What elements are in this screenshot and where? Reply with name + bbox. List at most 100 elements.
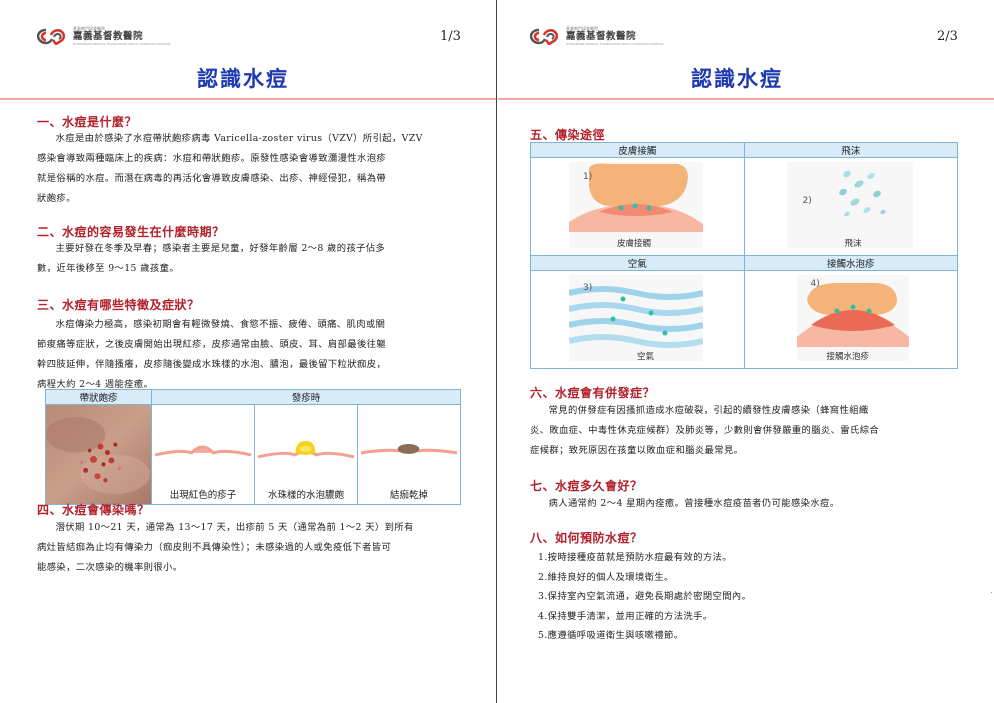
list-item: 3.保持室內空氣流通，避免長期處於密閉空間內。 — [538, 591, 752, 602]
hospital-logo: 基督教門諾會醫院 嘉義基督教醫院 DITMANSON MEDICAL FOUND… — [530, 27, 664, 46]
paragraph-line: 病人通常約 2～4 星期內痊癒。曾接種水痘疫苗者仍可能感染水痘。 — [548, 498, 840, 509]
table-header-row: 空氣 接觸水泡疹 — [530, 255, 958, 271]
blister-illustration — [257, 441, 355, 459]
table-header-row: 帶狀皰疹 發疹時 — [45, 389, 461, 405]
table-row: 1) 皮膚接觸 2) — [530, 157, 958, 256]
title-divider — [498, 98, 994, 100]
section-heading: 六、水痘會有併發症？ — [530, 386, 656, 400]
skin-contact-illustration — [569, 163, 703, 232]
list-item: 1.按時接種疫苗就是預防水痘最有效的方法。 — [538, 552, 732, 563]
section-paragraph: 潛伏期 10～21 天，通常為 13～17 天，出疹前 5 天（通常為前 1～2… — [37, 518, 461, 578]
stray-mark — [991, 592, 992, 593]
section-paragraph: 水痘是由於感染了水痘帶狀皰疹病毒 Varicella-zoster virus（… — [37, 129, 461, 209]
logo-small-text: 基督教門諾會醫院 — [73, 26, 105, 31]
stage-caption: 水珠樣的水泡膿皰 — [267, 490, 344, 501]
symptom-table: 帶狀皰疹 發疹時 — [45, 389, 461, 505]
section-paragraph: 水痘傳染力極高，感染初期會有輕微發燒、食慾不振、疲倦、頭痛、肌肉或關 節痠痛等症… — [37, 315, 461, 395]
transmission-route-table: 皮膚接觸 飛沫 1) 皮膚接觸 — [530, 142, 958, 369]
paragraph-line: 水痘傳染力極高，感染初期會有輕微發燒、食慾不振、疲倦、頭痛、肌肉或關 — [55, 319, 386, 330]
paragraph-line: 水痘是由於感染了水痘帶狀皰疹病毒 Varicella-zoster virus（… — [55, 133, 423, 144]
paragraph-line: 能感染，二次感染的機率則很小。 — [37, 562, 183, 573]
paragraph-line: 潛伏期 10～21 天，通常為 13～17 天，出疹前 5 天（通常為前 1～2… — [55, 522, 414, 533]
logo-sub-text: DITMANSON MEDICAL FOUNDATION CHIA-YI CHR… — [73, 41, 172, 46]
table-row: 出現紅色的疹子 水珠樣的水泡膿皰 結痂乾掉 — [45, 404, 461, 505]
page-number: 2/3 — [937, 29, 958, 44]
red-rash-illustration — [154, 445, 252, 457]
route-caption: 接觸水泡疹 — [826, 352, 870, 362]
logo-small-text: 基督教門諾會醫院 — [566, 26, 598, 31]
page-title: 認識水痘 — [691, 67, 783, 91]
list-item: 2.維持良好的個人及環境衛生。 — [538, 571, 674, 583]
section-paragraph: 主要好發在冬季及早春；感染者主要是兒童，好發年齡層 2～8 歲的孩子佔多 數，近… — [37, 239, 461, 279]
route-cell-blister-contact: 4) 接觸水泡疹 — [743, 270, 958, 369]
stage-cell: 結痂乾掉 — [357, 404, 461, 505]
shingles-photo — [46, 405, 151, 504]
section-heading: 五、傳染途徑 — [530, 128, 606, 142]
table-header-cell: 飛沫 — [743, 142, 958, 158]
route-caption: 皮膚接觸 — [617, 239, 652, 249]
logo-name: 嘉義基督教醫院 — [566, 31, 637, 42]
list-item: 5.應遵循呼吸道衛生與咳嗽禮節。 — [538, 630, 684, 641]
droplet-illustration — [838, 170, 886, 217]
table-header-cell: 帶狀皰疹 — [45, 389, 152, 405]
paragraph-line: 數，近年後移至 9～15 歲孩童。 — [37, 263, 180, 274]
table-header-cell: 皮膚接觸 — [530, 142, 745, 158]
paragraph-line: 就是俗稱的水痘。而潛在病毒的再活化會導致皮膚感染、出疹、神經侵犯，稱為帶 — [37, 173, 387, 184]
route-number: 3) — [583, 283, 593, 293]
section-heading: 二、水痘的容易發生在什麼時期？ — [37, 225, 225, 239]
airborne-illustration — [568, 286, 704, 348]
scab-illustration — [360, 444, 458, 455]
section-heading: 四、水痘會傳染嗎？ — [37, 503, 150, 517]
scab-shape — [397, 444, 420, 454]
section-heading: 一、水痘是什麼？ — [37, 115, 138, 129]
hospital-logo: 基督教門諾會醫院 嘉義基督教醫院 DITMANSON MEDICAL FOUND… — [37, 27, 171, 46]
paragraph-line: 狀皰疹。 — [37, 193, 76, 204]
paragraph-line: 常見的併發症有因搔抓造成水痘破裂，引起的續發性皮膚感染（蜂窩性組織 — [548, 405, 869, 416]
route-number: 1) — [583, 172, 593, 182]
route-number: 4) — [810, 279, 820, 289]
stage-caption: 出現紅色的疹子 — [169, 490, 237, 501]
page-number: 1/3 — [440, 29, 461, 44]
section-heading: 七、水痘多久會好？ — [530, 479, 643, 493]
table-header-cell: 空氣 — [530, 255, 745, 271]
table-header-row: 皮膚接觸 飛沫 — [530, 142, 958, 158]
section-heading: 八、如何預防水痘？ — [530, 531, 643, 545]
stage-caption: 結痂乾掉 — [389, 490, 428, 501]
list-item: 4.保持雙手清潔，並用正確的方法洗手。 — [538, 610, 713, 622]
route-cell-airborne: 3) 空氣 — [530, 270, 745, 369]
logo-name: 嘉義基督教醫院 — [73, 31, 144, 42]
paragraph-line: 感染會導致兩種臨床上的疾病：水痘和帶狀皰疹。原發性感染會導致瀰漫性水泡疹 — [37, 153, 387, 164]
paragraph-line: 炎、敗血症、中毒性休克症候群）及肺炎等，少數則會併發嚴重的腦炎、雷氏綜合 — [530, 425, 880, 436]
route-caption: 飛沫 — [844, 239, 862, 249]
route-cell-skin-contact: 1) 皮膚接觸 — [530, 157, 745, 256]
hospital-logo-icon — [37, 29, 66, 46]
rash-bump-shape — [193, 447, 212, 453]
paragraph-line: 病灶皆結痂為止均有傳染力（痂皮則不具傳染性）；未感染過的人或免疫低下者皆可 — [37, 542, 392, 553]
paragraph-line: 病程大約 2～4 週能痊癒。 — [37, 379, 154, 390]
prevention-list: 1.按時接種疫苗就是預防水痘最有效的方法。 2.維持良好的個人及環境衛生。 3.… — [538, 548, 751, 646]
blister-contact-illustration — [796, 283, 909, 347]
stage-cell: 水珠樣的水泡膿皰 — [254, 404, 358, 505]
table-header-cell: 發疹時 — [151, 389, 461, 405]
stage-cell: 出現紅色的疹子 — [151, 404, 255, 505]
paragraph-line: 症候群；致死原因在孩童以敗血症和腦炎最常見。 — [530, 445, 744, 456]
section-paragraph: 病人通常約 2～4 星期內痊癒。曾接種水痘疫苗者仍可能感染水痘。 — [530, 494, 960, 514]
paragraph-line: 主要好發在冬季及早春；感染者主要是兒童，好發年齡層 2～8 歲的孩子佔多 — [55, 243, 386, 254]
section-heading: 三、水痘有哪些特徵及症狀？ — [37, 298, 200, 312]
shingles-photo-cell — [45, 404, 152, 505]
title-divider — [0, 98, 496, 100]
page-title: 認識水痘 — [197, 67, 289, 91]
route-number: 2) — [802, 196, 812, 206]
hospital-logo-icon — [530, 29, 559, 46]
table-row: 3) 空氣 4) 接觸水泡疹 — [530, 270, 958, 369]
route-cell-droplet: 2) 飛沫 — [743, 157, 958, 256]
route-caption: 空氣 — [637, 352, 655, 362]
paragraph-line: 節痠痛等症狀，之後皮膚開始出現紅疹，皮疹通常由臉、頭皮、耳、肩部最後往軀 — [37, 339, 387, 350]
logo-sub-text: DITMANSON MEDICAL FOUNDATION CHIA-YI CHR… — [566, 41, 665, 46]
page-left: 基督教門諾會醫院 嘉義基督教醫院 DITMANSON MEDICAL FOUND… — [0, 0, 496, 703]
section-paragraph: 常見的併發症有因搔抓造成水痘破裂，引起的續發性皮膚感染（蜂窩性組織 炎、敗血症、… — [530, 401, 960, 461]
page-spine-divider — [496, 0, 497, 703]
page-right: 基督教門諾會醫院 嘉義基督教醫院 DITMANSON MEDICAL FOUND… — [498, 0, 994, 703]
paragraph-line: 幹四肢延伸，伴隨搔癢，皮疹隨後變成水珠樣的水泡、膿泡，最後留下粒狀痂皮， — [37, 359, 387, 370]
table-header-cell: 接觸水泡疹 — [743, 255, 958, 271]
